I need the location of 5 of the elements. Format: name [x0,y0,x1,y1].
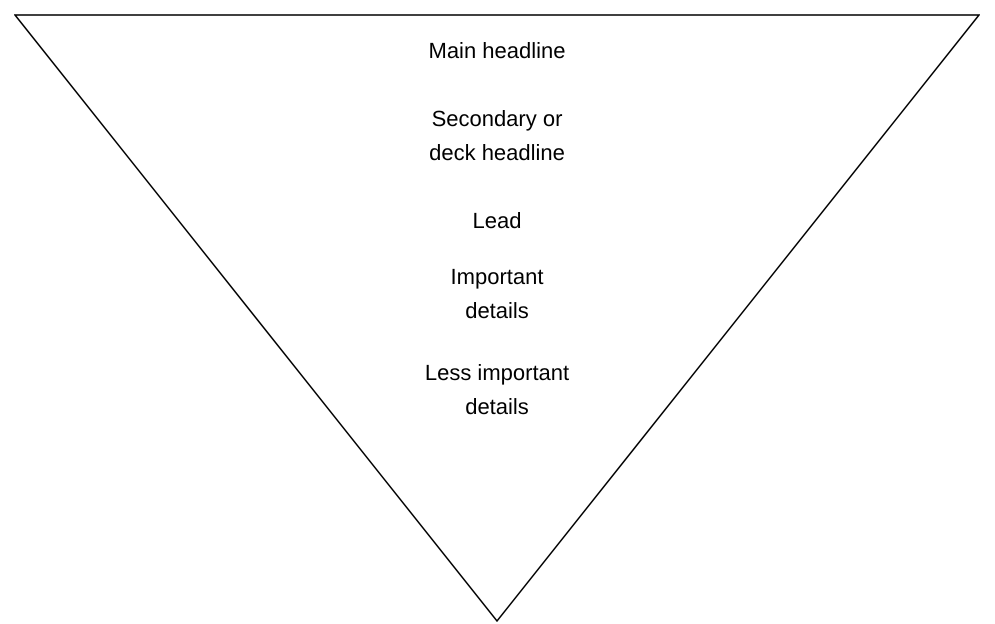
pyramid-level-text: Secondary or deck headline [428,105,566,167]
pyramid-level-text: Important details [450,263,544,325]
pyramid-level-text: Less important details [424,359,570,421]
pyramid-level-text: Lead [472,207,522,235]
pyramid-level-text: Main headline [428,37,566,65]
